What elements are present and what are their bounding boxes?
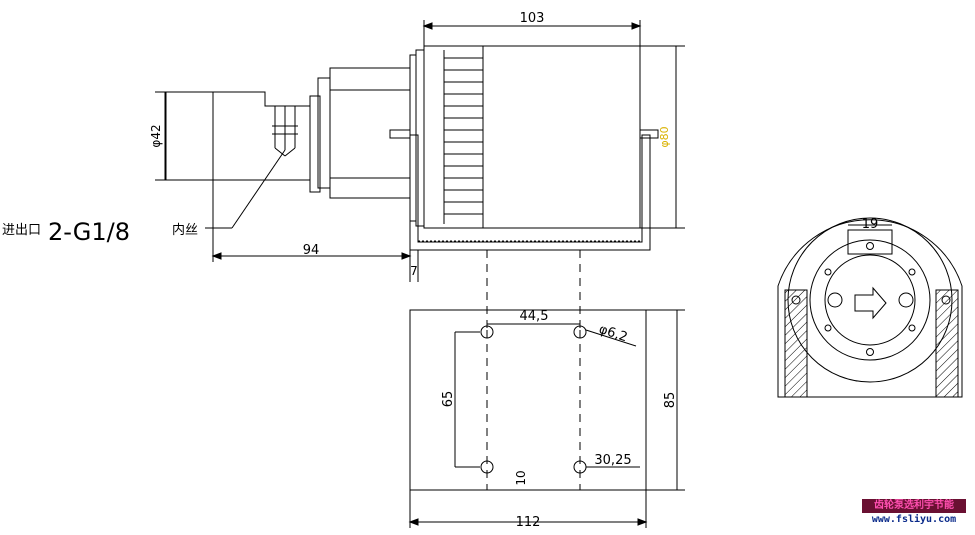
watermark-url[interactable]: www.fsliyu.com — [871, 514, 957, 525]
dim-30-label: 30,25 — [594, 453, 631, 468]
base-bracket — [409, 134, 651, 251]
dim-85-label: 85 — [663, 392, 678, 409]
watermark-title: 齿轮泵选利宇节能 — [862, 499, 966, 513]
mount-plate — [408, 309, 685, 528]
dim-phi42-label: φ42 — [149, 124, 163, 147]
dim-65-label: 65 — [441, 391, 456, 408]
end-view — [777, 217, 963, 398]
dim-10-label: 10 — [514, 470, 528, 485]
pump-head — [164, 91, 321, 229]
dim-top-label: 103 — [520, 11, 545, 26]
dim-hole-label: φ6,2 — [597, 322, 629, 345]
dim-7-label: 7 — [410, 264, 418, 278]
dim-94 — [211, 180, 419, 282]
dim-top — [422, 20, 685, 229]
port-label: 进出口 — [2, 223, 41, 238]
dim-phi42 — [155, 91, 167, 181]
dim-phi80-label: φ80 — [658, 126, 671, 147]
dim-19-label: 19 — [862, 217, 879, 232]
thread-suffix-label: 内丝 — [172, 222, 198, 238]
dim-112-label: 112 — [516, 515, 541, 530]
dim-44-label: 44,5 — [520, 309, 549, 324]
motor-body — [317, 45, 659, 229]
thread-label: 2-G1/8 — [48, 218, 130, 246]
dim-94-label: 94 — [303, 243, 320, 258]
